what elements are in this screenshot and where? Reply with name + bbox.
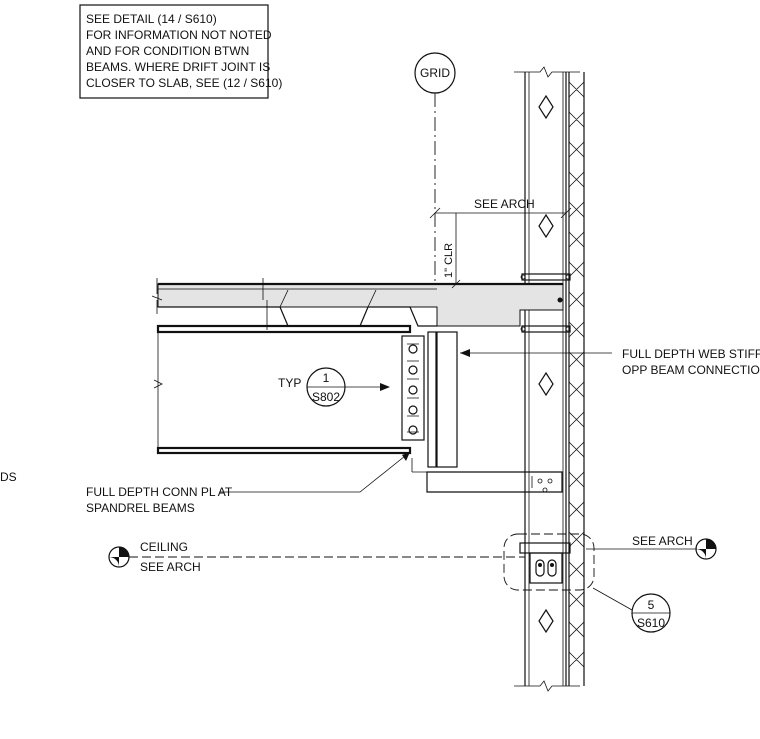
note-line-2: FOR INFORMATION NOT NOTED: [86, 28, 272, 42]
conn-pl-line-2: SPANDREL BEAMS: [86, 501, 195, 515]
floor-slab: [151, 278, 564, 330]
ceiling-label: CEILING: [140, 540, 188, 554]
section-mark-wall-sheet: S610: [637, 616, 665, 630]
left-edge-text-fragment: DS: [0, 470, 17, 484]
web-stiff-line-1: FULL DEPTH WEB STIFF: [622, 347, 760, 361]
note-line-4: BEAMS. WHERE DRIFT JOINT IS: [86, 60, 270, 74]
conn-plate-callout: FULL DEPTH CONN PL AT SPANDREL BEAMS: [86, 451, 411, 515]
section-mark-typ-sheet: S802: [312, 390, 340, 404]
note-line-1: SEE DETAIL (14 / S610): [86, 12, 217, 26]
wall-elevation-marker: SEE ARCH: [586, 534, 717, 560]
see-arch-top-label: SEE ARCH: [474, 197, 535, 211]
grid-label: GRID: [420, 66, 450, 80]
wall-elevation-target-icon: [695, 538, 717, 560]
steel-beam: [153, 324, 563, 493]
ceiling-see-arch-label: SEE ARCH: [140, 560, 201, 574]
see-arch-right-label: SEE ARCH: [632, 534, 693, 548]
slide-clip-detail: [503, 533, 595, 591]
conn-pl-line-1: FULL DEPTH CONN PL AT: [86, 485, 233, 499]
see-arch-dimension: SEE ARCH: [429, 197, 572, 219]
section-mark-wall-number: 5: [648, 598, 655, 612]
clearance-label: 1" CLR: [443, 243, 455, 278]
detail-note-box: SEE DETAIL (14 / S610) FOR INFORMATION N…: [79, 4, 282, 99]
note-line-3: AND FOR CONDITION BTWN: [86, 44, 249, 58]
grid-marker: GRID: [414, 52, 456, 302]
web-stiff-line-2: OPP BEAM CONNECTION: [622, 363, 760, 377]
ceiling-line: CEILING SEE ARCH: [108, 540, 525, 574]
ceiling-elevation-target-icon: [108, 546, 130, 568]
exterior-wall-system: [514, 66, 585, 692]
section-mark-wall: 5 S610: [592, 587, 671, 633]
section-mark-typ: TYP 1 S802: [278, 367, 390, 407]
clearance-callout: 1" CLR: [443, 213, 461, 289]
note-line-5: CLOSER TO SLAB, SEE (12 / S610): [86, 76, 282, 90]
typ-label: TYP: [278, 376, 301, 390]
section-mark-typ-number: 1: [323, 371, 330, 385]
web-stiffener-callout: FULL DEPTH WEB STIFF OPP BEAM CONNECTION: [460, 347, 760, 377]
